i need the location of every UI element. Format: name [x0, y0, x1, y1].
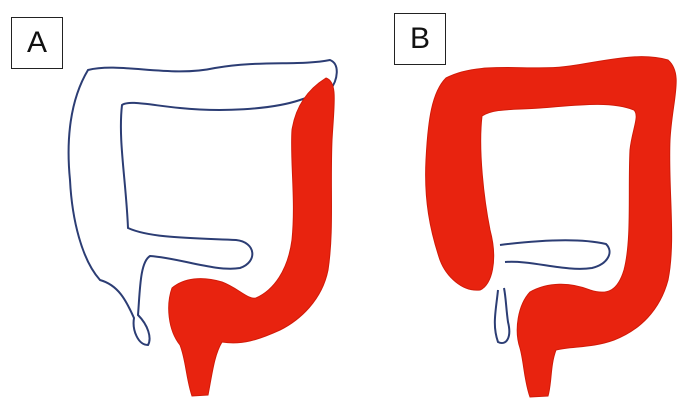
colon-b-appendix-outline — [495, 288, 509, 343]
colon-b — [426, 57, 677, 397]
colon-a-highlight — [169, 78, 335, 396]
colon-b-sigmoid-outline — [500, 240, 610, 269]
colon-b-highlight — [426, 57, 677, 397]
colon-a — [69, 60, 337, 396]
